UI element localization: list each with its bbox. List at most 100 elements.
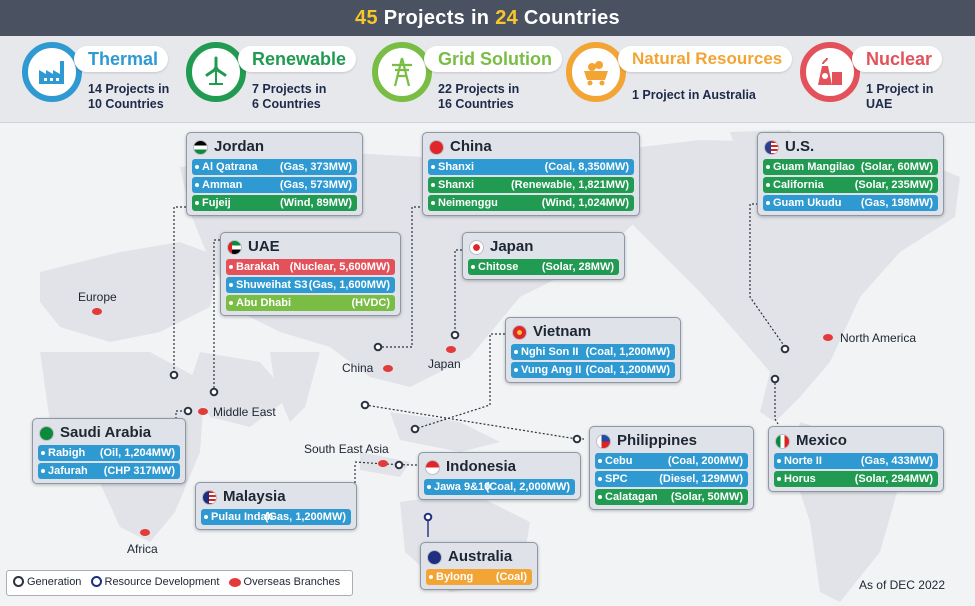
branch-marker-africa: [140, 529, 150, 536]
project-row: Shanxi(Coal, 8,350MW): [428, 159, 634, 175]
country-name: UAE: [226, 237, 395, 257]
label-africa: Africa: [127, 542, 158, 556]
project-row: California(Solar, 235MW): [763, 177, 938, 193]
branch-marker-china: [383, 365, 393, 372]
project-row: Abu Dhabi(HVDC): [226, 295, 395, 311]
generation-dot-icon: [13, 576, 24, 587]
label-south-east-asia: South East Asia: [304, 442, 389, 456]
country-card-australia: Australia Bylong(Coal): [420, 542, 538, 590]
map-legend: Generation Resource Development Overseas…: [6, 570, 354, 596]
projects-text: Projects in: [383, 7, 490, 29]
japan-flag-icon: [469, 240, 484, 255]
project-row: Shuweihat S3(Gas, 1,600MW): [226, 277, 395, 293]
wind-turbine-icon: [186, 42, 246, 102]
branch-marker-middle-east: [198, 408, 208, 415]
project-row: Rabigh(Oil, 1,204MW): [38, 445, 180, 461]
branch-mark-icon: [228, 578, 241, 587]
factory-icon: [22, 42, 82, 102]
label-china: China: [342, 361, 374, 375]
country-name: Saudi Arabia: [38, 423, 180, 443]
country-name: Japan: [468, 237, 619, 257]
country-name: Philippines: [595, 431, 748, 451]
project-row: SPC(Diesel, 129MW): [595, 471, 748, 487]
project-row: Calatagan(Solar, 50MW): [595, 489, 748, 505]
australia-flag-icon: [427, 550, 442, 565]
country-card-jordan: Jordan Al Qatrana(Gas, 373MW) Amman(Gas,…: [186, 132, 363, 216]
project-row: Amman(Gas, 573MW): [192, 177, 357, 193]
country-card-uae: UAE Barakah(Nuclear, 5,600MW) Shuweihat …: [220, 232, 401, 316]
mine-cart-icon: [566, 42, 626, 102]
country-name: U.S.: [763, 137, 938, 157]
country-name: Malaysia: [201, 487, 351, 507]
china-flag-icon: [429, 140, 444, 155]
philippines-flag-icon: [596, 434, 611, 449]
uae-flag-icon: [227, 240, 242, 255]
indonesia-flag-icon: [425, 460, 440, 475]
label-japan: Japan: [428, 357, 461, 371]
project-row: Chitose(Solar, 28MW): [468, 259, 619, 275]
country-name: Vietnam: [511, 322, 675, 342]
country-count: 24: [495, 7, 519, 29]
project-row: Al Qatrana(Gas, 373MW): [192, 159, 357, 175]
category-label: Natural Resources: [618, 46, 793, 72]
branch-marker-sea: [378, 460, 388, 467]
category-natural-resources: Natural Resources 1 Project in Australia: [566, 42, 793, 114]
country-card-us: U.S. Guam Mangilao(Solar, 60MW) Californ…: [757, 132, 944, 216]
page-title: 45 Projects in 24 Countries: [0, 0, 975, 36]
country-card-saudi-arabia: Saudi Arabia Rabigh(Oil, 1,204MW) Jafura…: [32, 418, 186, 484]
project-row: Vung Ang II(Coal, 1,200MW): [511, 362, 675, 378]
project-row: Neimenggu(Wind, 1,024MW): [428, 195, 634, 211]
project-row: Jafurah(CHP 317MW): [38, 463, 180, 479]
project-row: Bylong(Coal): [426, 569, 532, 585]
category-label: Renewable: [238, 46, 357, 72]
project-row: Guam Ukudu(Gas, 198MW): [763, 195, 938, 211]
country-card-malaysia: Malaysia Pulau Indah(Gas, 1,200MW): [195, 482, 357, 530]
country-name: China: [428, 137, 634, 157]
branch-marker-north-america: [823, 334, 833, 341]
country-name: Jordan: [192, 137, 357, 157]
label-europe: Europe: [78, 290, 117, 304]
label-north-america: North America: [840, 331, 917, 345]
project-row: Shanxi(Renewable, 1,821MW): [428, 177, 634, 193]
project-row: Jawa 9&10(Coal, 2,000MW): [424, 479, 575, 495]
legend-overseas-branches: Overseas Branches: [228, 571, 340, 593]
project-row: Nghi Son II(Coal, 1,200MW): [511, 344, 675, 360]
category-label: Thermal: [74, 46, 169, 72]
project-count: 45: [355, 7, 378, 29]
jordan-flag-icon: [193, 140, 208, 155]
vietnam-flag-icon: [512, 325, 527, 340]
as-of-date: As of DEC 2022: [858, 578, 945, 592]
countries-text: Countries: [523, 7, 620, 29]
project-row: Guam Mangilao(Solar, 60MW): [763, 159, 938, 175]
branch-marker-europe: [92, 308, 102, 315]
country-card-mexico: Mexico Norte II(Gas, 433MW) Horus(Solar,…: [768, 426, 944, 492]
malaysia-flag-icon: [202, 490, 217, 505]
nuclear-plant-icon: [800, 42, 860, 102]
resource-dot-icon: [90, 576, 102, 587]
category-label: Nuclear: [852, 46, 943, 72]
world-map: Europe Middle East Africa China Japan So…: [0, 122, 975, 606]
project-row: Norte II(Gas, 433MW): [774, 453, 938, 469]
project-row: Pulau Indah(Gas, 1,200MW): [201, 509, 351, 525]
project-row: Horus(Solar, 294MW): [774, 471, 938, 487]
country-name: Indonesia: [424, 457, 575, 477]
saudi-flag-icon: [39, 426, 54, 441]
legend-generation: Generation: [13, 571, 81, 593]
label-middle-east: Middle East: [213, 405, 276, 419]
project-row: Cebu(Coal, 200MW): [595, 453, 748, 469]
project-row: Barakah(Nuclear, 5,600MW): [226, 259, 395, 275]
country-name: Australia: [426, 547, 532, 567]
project-row: Fujeij(Wind, 89MW): [192, 195, 357, 211]
category-desc: 1 Project in Australia: [632, 88, 756, 102]
country-name: Mexico: [774, 431, 938, 451]
country-card-japan: Japan Chitose(Solar, 28MW): [462, 232, 625, 280]
branch-marker-japan: [446, 346, 456, 353]
